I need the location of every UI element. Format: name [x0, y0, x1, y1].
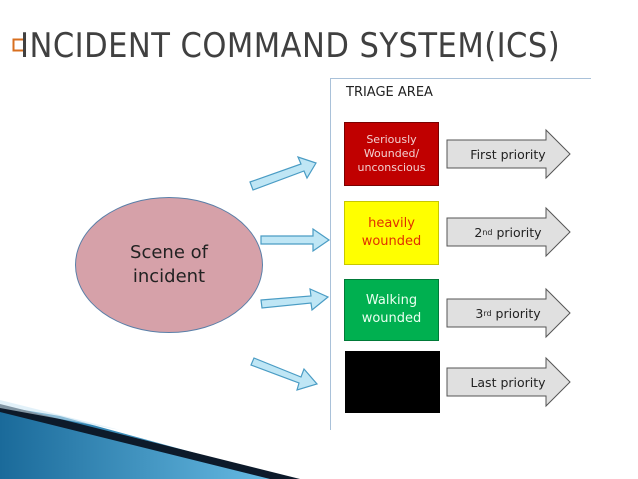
priority-third-suffix: rd — [483, 308, 492, 318]
arrow-to-walking-wounded-icon — [260, 288, 330, 312]
arrow-to-heavily-wounded-icon — [260, 227, 331, 253]
title-bullet-icon — [12, 38, 26, 52]
arrow-to-black-category-icon — [250, 357, 319, 391]
priority-last-label: Last priority — [470, 374, 546, 390]
priority-arrow-shape-icon — [446, 356, 571, 408]
arrow-to-seriously-wounded-icon — [249, 156, 317, 191]
priority-second-suffix: nd — [482, 227, 493, 237]
priority-arrow-shape-icon — [446, 287, 571, 339]
priority-third-number: 3 — [475, 305, 484, 321]
priority-third-text: priority — [491, 305, 541, 321]
category-seriously-wounded: Seriously Wounded/ unconscious — [344, 122, 439, 186]
triage-area-panel — [330, 78, 591, 430]
decorative-swoosh — [0, 400, 300, 479]
priority-first-label: First priority — [470, 146, 546, 162]
priority-second-number: 2 — [474, 224, 483, 240]
priority-arrow-shape-icon — [446, 206, 571, 258]
page-title: INCIDENT COMMAND SYSTEM(ICS) — [20, 26, 561, 66]
priority-arrow-shape-icon — [446, 128, 571, 180]
priority-arrow-first: First priority — [446, 128, 576, 180]
category-black — [345, 351, 440, 413]
category-heavily-wounded: heavily wounded — [344, 201, 439, 265]
triage-area-label: TRIAGE AREA — [346, 85, 433, 100]
scene-of-incident-label: Scene of incident — [130, 242, 208, 287]
priority-second-text: priority — [492, 224, 542, 240]
priority-arrow-last: Last priority — [446, 356, 576, 408]
category-walking-wounded: Walking wounded — [344, 279, 439, 341]
scene-of-incident-ellipse: Scene of incident — [75, 197, 263, 333]
